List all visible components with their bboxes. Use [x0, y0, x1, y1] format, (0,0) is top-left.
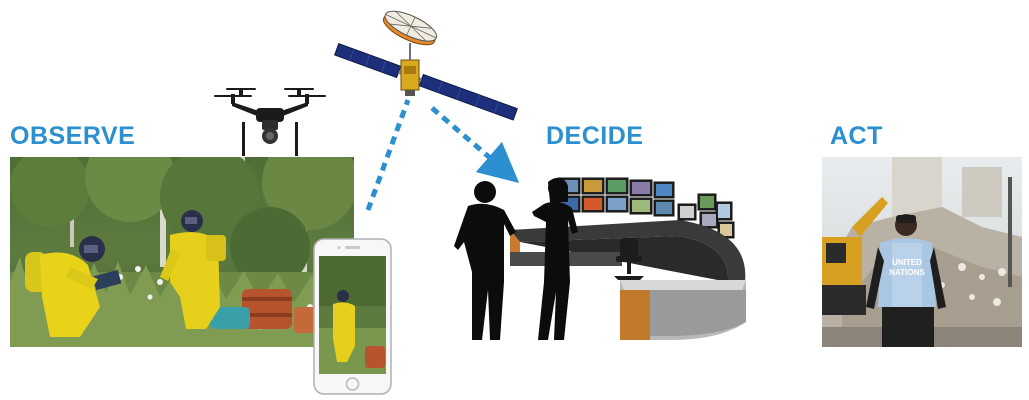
observe-photo — [10, 157, 354, 347]
monitor-wall — [557, 177, 735, 239]
office-chair — [614, 238, 644, 280]
act-label: ACT — [830, 122, 883, 150]
quadcopter-drone-icon — [212, 86, 328, 158]
hazmat-responder-right — [160, 210, 226, 329]
satellite-icon — [330, 8, 530, 130]
observe-label: OBSERVE — [10, 122, 136, 150]
hazmat-field-scene — [10, 157, 354, 347]
act-photo: UNITED NATIONS — [822, 157, 1022, 347]
smartphone-icon — [313, 238, 392, 395]
drone-graphic — [214, 88, 326, 156]
console-desk — [510, 220, 746, 340]
un-worker: UNITED NATIONS — [866, 214, 946, 347]
decide-label: DECIDE — [546, 122, 644, 150]
people-silhouettes — [454, 177, 578, 340]
control-room-scene — [454, 177, 746, 340]
satellite-graphic — [334, 10, 518, 121]
command-center-graphic — [450, 172, 755, 352]
vest-text-line2: NATIONS — [889, 268, 925, 277]
hazmat-responder-left — [25, 236, 122, 337]
vest-text-line1: UNITED — [892, 258, 922, 267]
smartphone-graphic — [313, 238, 392, 395]
disaster-response-scene: UNITED NATIONS — [822, 157, 1022, 347]
excavator — [822, 197, 888, 315]
